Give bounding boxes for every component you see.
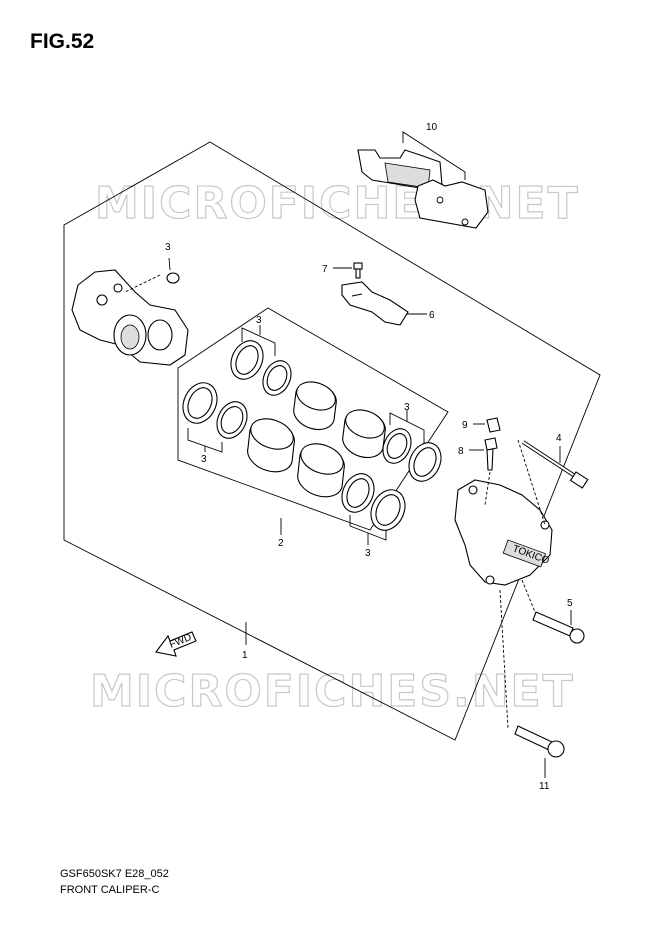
leader-10 (402, 131, 466, 180)
left-caliper-half (71, 269, 189, 366)
brake-pad-set (357, 149, 489, 229)
bracket-3b (241, 327, 276, 356)
watermark-bottom: MICROFICHES.NET (90, 666, 575, 717)
callout-3e: 3 (365, 548, 371, 559)
diagram-name: FRONT CALIPER-C (60, 884, 160, 896)
bleeder-cap (486, 417, 501, 433)
pad-spring (341, 281, 409, 326)
assembly-line (124, 274, 161, 293)
watermark-top: MICROFICHES.NET (95, 178, 580, 229)
bleeder-valve (484, 437, 498, 471)
callout-8: 8 (458, 446, 464, 457)
forward-arrow-label: FWD (168, 632, 193, 651)
callout-7: 7 (322, 264, 328, 275)
piston-seals-and-pistons (182, 340, 442, 531)
callout-1: 1 (242, 650, 248, 661)
callout-3c: 3 (201, 454, 207, 465)
assembly-line-11 (499, 589, 509, 729)
screw (353, 262, 363, 279)
callout-3a: 3 (165, 242, 171, 253)
pad-pin (521, 440, 589, 489)
callout-10: 10 (426, 122, 438, 133)
assembly-line-5 (521, 579, 536, 613)
forward-arrow: FWD (155, 631, 197, 657)
bolt-11 (514, 725, 565, 758)
diagram-code: GSF650SK7 E28_052 (60, 868, 169, 880)
bolt-5 (532, 611, 585, 644)
leader-3a (168, 257, 171, 271)
callout-6: 6 (429, 310, 435, 321)
figure-title: FIG.52 (30, 30, 95, 53)
bracket-3d (389, 412, 425, 443)
callout-3b: 3 (256, 315, 262, 326)
callout-3d: 3 (404, 402, 410, 413)
assembly-line-8 (484, 471, 491, 506)
washer (166, 272, 180, 284)
callout-5: 5 (567, 598, 573, 609)
caliper-assembly-outline (63, 141, 601, 741)
callout-4: 4 (556, 433, 562, 444)
callout-9: 9 (462, 420, 468, 431)
callout-2: 2 (278, 538, 284, 549)
right-caliper-half: TOKICO (454, 479, 553, 586)
callout-11: 11 (539, 781, 550, 792)
